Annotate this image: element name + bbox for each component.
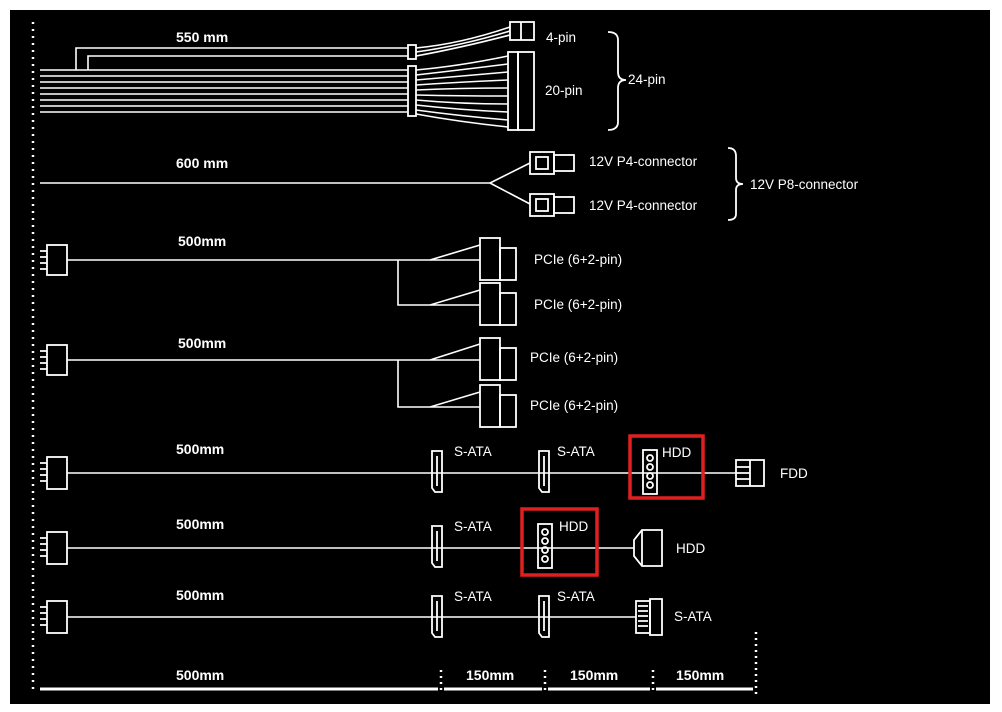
connector-sata-r7-1 (431, 595, 443, 638)
scale-label-150mm-1: 150mm (466, 667, 514, 683)
joint-4pin (407, 44, 417, 60)
psu-plug-row-5 (46, 456, 68, 490)
wire-bundle (40, 69, 408, 113)
connector-molex-r6 (537, 523, 553, 569)
wire-4pin-b (87, 55, 408, 70)
label-p4-a: 12V P4-connector (589, 154, 698, 169)
label-hdd-r6: HDD (559, 519, 588, 534)
length-label-row-5: 500mm (176, 441, 224, 457)
label-sata-r6-1: S-ATA (454, 519, 492, 534)
label-sata-end-r7: S-ATA (674, 609, 712, 624)
bracket-p8 (727, 147, 744, 221)
connector-p4-a (529, 151, 555, 175)
wire-cpu-split (489, 162, 531, 205)
length-label-cpu: 600 mm (176, 155, 228, 171)
cable-24pin (40, 21, 627, 131)
wire-fan-4pin (415, 26, 511, 57)
length-label-pcie-2: 500mm (178, 335, 226, 351)
wire-fan-20pin (415, 55, 509, 128)
label-pcie-b: PCIe (6+2-pin) (534, 297, 622, 312)
cable-row-6 (40, 507, 663, 577)
connector-p4-b (529, 193, 555, 217)
label-sata-r7-2: S-ATA (557, 589, 595, 604)
scale-label-150mm-2: 150mm (570, 667, 618, 683)
label-24pin: 24-pin (628, 72, 666, 87)
connector-pcie-a (479, 237, 501, 281)
label-p4-b: 12V P4-connector (589, 198, 698, 213)
label-hdd-r5: HDD (662, 445, 691, 460)
cable-row-5 (40, 434, 765, 500)
connector-4pin (509, 21, 535, 41)
diagram-frame: 550 mm 4-pin 20-pin 24-pin 600 mm 12V P4… (10, 10, 990, 704)
label-pcie-d: PCIe (6+2-pin) (530, 398, 618, 413)
length-label-24pin: 550 mm (176, 29, 228, 45)
length-label-row-7: 500mm (176, 587, 224, 603)
connector-20pin-body (507, 51, 519, 131)
joint-20pin (407, 65, 417, 117)
scale-label-500mm: 500mm (176, 667, 224, 683)
connector-pcie-b (479, 282, 501, 326)
psu-plug-pcie-2 (46, 344, 68, 376)
psu-plug-row-7 (46, 600, 68, 634)
length-label-row-6: 500mm (176, 516, 224, 532)
psu-plug-pcie-1 (46, 244, 68, 276)
psu-cable-diagram: 550 mm 4-pin 20-pin 24-pin 600 mm 12V P4… (31, 21, 859, 694)
label-sata-r5-1: S-ATA (454, 444, 492, 459)
connector-hdd-end-r6 (633, 529, 663, 567)
label-pcie-a: PCIe (6+2-pin) (534, 252, 622, 267)
scale-label-150mm-3: 150mm (676, 667, 724, 683)
cable-pcie-2 (40, 337, 517, 428)
label-sata-r7-1: S-ATA (454, 589, 492, 604)
psu-plug-row-6 (46, 531, 68, 565)
connector-pcie-c (479, 337, 501, 381)
label-20pin: 20-pin (545, 83, 583, 98)
highlight-box-hdd-r5 (628, 434, 705, 500)
label-hdd-end-r6: HDD (676, 541, 705, 556)
connector-pcie-d (479, 384, 501, 428)
label-pcie-c: PCIe (6+2-pin) (530, 350, 618, 365)
connector-sata-r5-1 (431, 450, 443, 493)
connector-20pin (517, 51, 535, 131)
wire-4pin-a (75, 47, 408, 70)
label-4pin: 4-pin (546, 30, 576, 45)
connector-sata-r7-2 (538, 595, 550, 638)
highlight-box-hdd-r6 (520, 507, 599, 577)
label-fdd: FDD (780, 466, 808, 481)
connector-molex-r5 (642, 449, 658, 495)
label-p8: 12V P8-connector (750, 177, 859, 192)
cable-row-7 (40, 595, 663, 638)
bracket-24pin (607, 31, 627, 131)
cable-pcie-1 (40, 237, 517, 326)
connector-sata-r6-1 (431, 525, 443, 568)
length-label-pcie-1: 500mm (178, 233, 226, 249)
label-sata-r5-2: S-ATA (557, 444, 595, 459)
connector-sata-r5-2 (538, 450, 550, 493)
cable-cpu-p8 (40, 147, 744, 221)
length-scale (40, 632, 758, 694)
